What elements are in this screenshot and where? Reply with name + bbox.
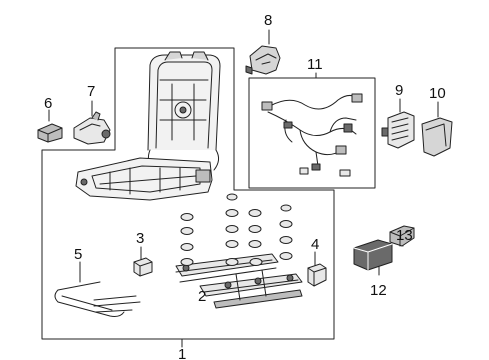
- callout-12: 12: [370, 282, 387, 299]
- part-2-seat-tracks: [175, 253, 303, 309]
- seat-assembly-outline: [41, 47, 335, 340]
- seat-cushion-frame: [75, 157, 213, 201]
- callout-7: 7: [87, 83, 96, 100]
- part-10-cover: [421, 117, 453, 157]
- callout-13: 13: [396, 227, 413, 244]
- callout-6: 6: [44, 95, 53, 112]
- bolt-set: [180, 193, 293, 266]
- callout-4: 4: [311, 236, 320, 253]
- harness-group-box: [248, 77, 376, 189]
- callout-9: 9: [395, 82, 404, 99]
- part-7-bracket: [73, 111, 111, 145]
- part-11-wire-harness: [261, 93, 363, 177]
- callout-2: 2: [198, 288, 207, 305]
- callout-5: 5: [74, 246, 83, 263]
- callout-10: 10: [429, 85, 446, 102]
- part-3-clip: [133, 257, 153, 277]
- part-5-wire-loop: [54, 281, 141, 317]
- callout-1: 1: [178, 346, 187, 360]
- part-6-cap: [37, 123, 63, 143]
- part-13-cover: [389, 225, 415, 247]
- callout-8: 8: [264, 12, 273, 29]
- part-8-connector: [245, 45, 281, 75]
- part-12-module: [353, 239, 393, 271]
- callout-11: 11: [307, 56, 323, 73]
- callout-3: 3: [136, 230, 145, 247]
- part-4-bracket: [307, 263, 327, 287]
- part-9-switch: [381, 111, 415, 149]
- seat-back-frame: [147, 51, 221, 171]
